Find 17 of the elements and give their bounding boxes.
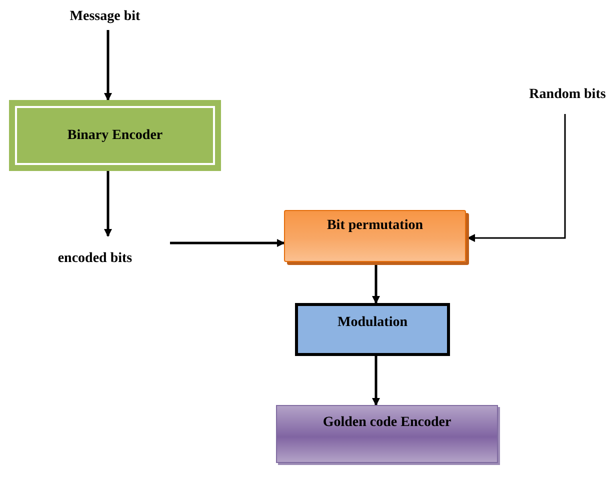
process-box [9, 100, 221, 171]
process-box [284, 210, 466, 262]
box-label: Binary Encoder [67, 126, 163, 144]
arrow [372, 262, 380, 304]
arrow [372, 356, 380, 406]
box-label: Bit permutation [326, 217, 424, 234]
node-label: Random bits [528, 76, 607, 114]
process-box [295, 303, 450, 356]
arrow [170, 239, 285, 247]
box-label: Modulation [337, 314, 408, 332]
node-label: Message bit [40, 4, 170, 30]
arrow [104, 171, 112, 237]
process-box [276, 405, 498, 463]
arrow [104, 30, 112, 101]
node-label: encoded bits [20, 236, 170, 282]
arrow [467, 114, 566, 242]
box-label: Golden code Encoder [322, 414, 452, 432]
